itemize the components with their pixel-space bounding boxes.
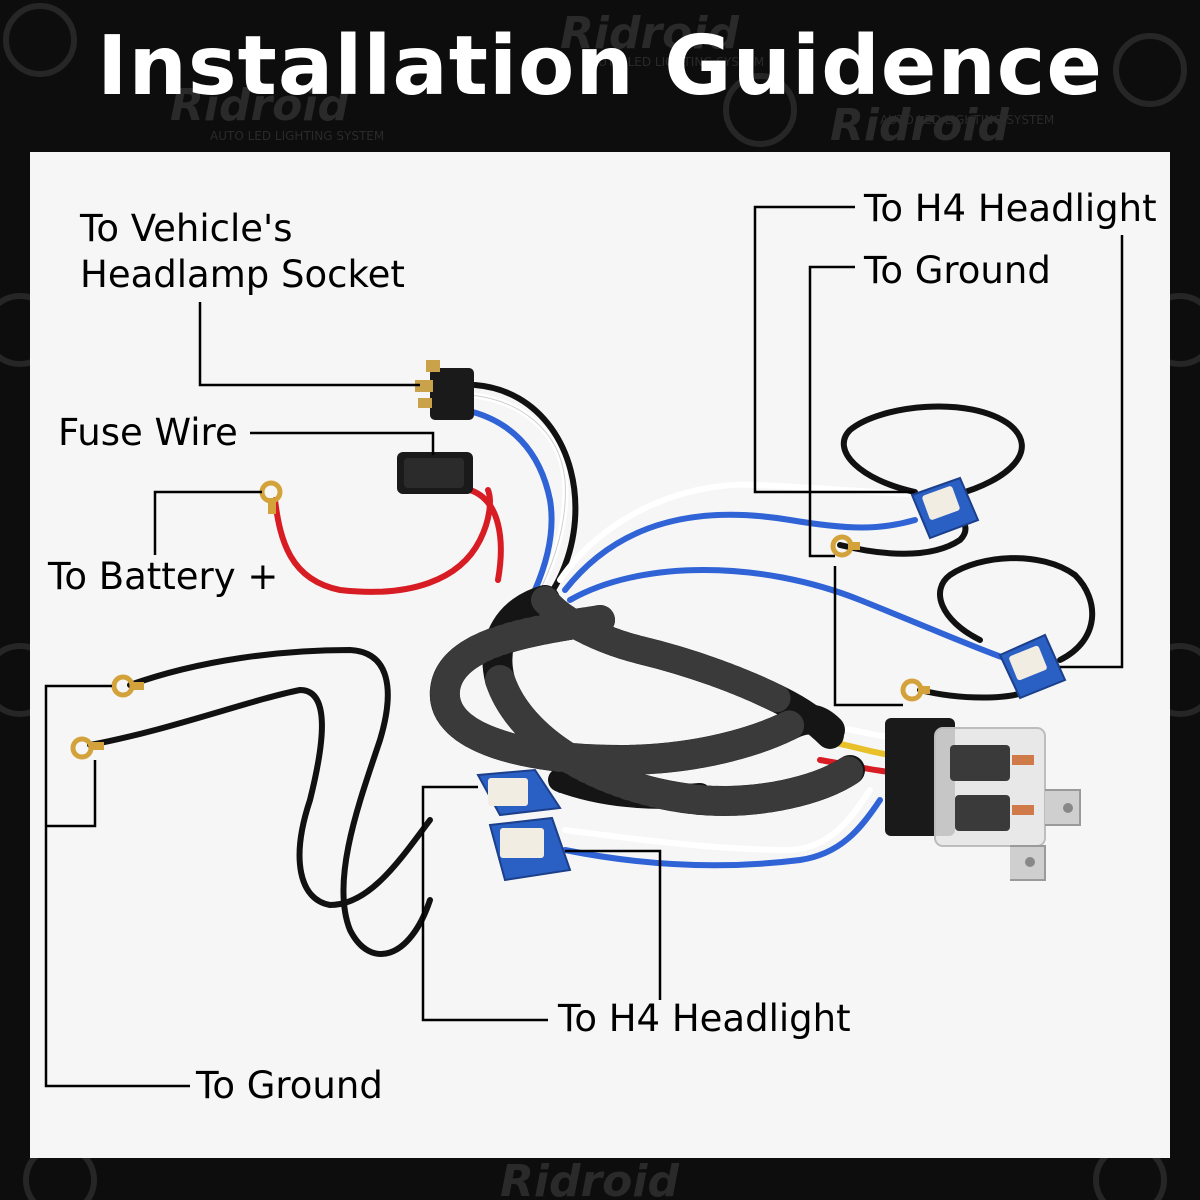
- top-black-ground-wire-2: [917, 687, 1033, 701]
- label-ground-bottom: To Ground: [196, 1064, 383, 1107]
- label-ground-top: To Ground: [864, 249, 1051, 292]
- diagram-panel: [30, 152, 1170, 1158]
- fuse-holder: [397, 452, 473, 494]
- svg-text:AUTO LED LIGHTING SYSTEM: AUTO LED LIGHTING SYSTEM: [590, 55, 764, 69]
- leader-h4-top: [753, 205, 915, 494]
- ring-terminal-left-ground-1: [111, 674, 144, 698]
- svg-text:AUTO LED LIGHTING SYSTEM: AUTO LED LIGHTING SYSTEM: [880, 113, 1054, 127]
- leader-lines: [44, 205, 1124, 1088]
- label-battery: To Battery +: [48, 555, 279, 598]
- h4-connector-bottom-1: [476, 768, 562, 817]
- left-ground-wire-2: [87, 687, 433, 908]
- page-title: Installation Guidence: [96, 19, 1104, 114]
- top-black-loop-1: [840, 403, 1025, 498]
- svg-text:AUTO LED LIGHTING SYSTEM: AUTO LED LIGHTING SYSTEM: [210, 129, 384, 143]
- ring-terminal-left-ground-2: [70, 736, 104, 760]
- battery-red-wire: [272, 487, 493, 595]
- ring-terminal-top-ground-2: [900, 678, 930, 702]
- leader-h4-bottom-2: [565, 849, 662, 1000]
- svg-text:Ridroid: Ridroid: [500, 1156, 679, 1200]
- leader-vehicle-socket: [198, 302, 420, 387]
- leader-ground-bottom-2: [46, 760, 97, 828]
- leader-ground-top: [808, 265, 855, 558]
- svg-text:Ridroid: Ridroid: [830, 100, 1009, 151]
- headlamp-socket-plug: [415, 360, 474, 420]
- top-blue-wire-1: [562, 511, 918, 593]
- leader-battery: [153, 490, 262, 555]
- watermark-brand: Ridroid Ridroid Ridroid Ridroid: [170, 8, 1009, 1200]
- watermark-tagline: AUTO LED LIGHTING SYSTEM AUTO LED LIGHTI…: [210, 55, 1054, 143]
- fuse-red-wire: [467, 487, 504, 583]
- harness-ribs-top: [531, 586, 794, 714]
- label-vehicle-socket-line2: Headlamp Socket: [80, 253, 405, 296]
- h4-connector-top-1: [910, 476, 980, 540]
- harness-ribs: [485, 665, 865, 816]
- label-h4-headlight-top: To H4 Headlight: [864, 187, 1157, 230]
- bottom-white-wire: [562, 787, 873, 853]
- label-h4-headlight-bottom: To H4 Headlight: [558, 997, 851, 1040]
- label-vehicle-socket-line1: To Vehicle's: [80, 207, 293, 250]
- leader-ground-top-2: [833, 566, 903, 707]
- h4-connector-bottom-2: [488, 816, 572, 882]
- svg-text:Ridroid: Ridroid: [170, 80, 349, 131]
- top-white-wire: [557, 481, 923, 583]
- socket-white-wire-outline: [469, 394, 566, 591]
- leader-fuse-wire: [250, 431, 435, 455]
- leader-h4-top-right: [1060, 235, 1124, 669]
- h4-connector-top-2: [998, 633, 1067, 700]
- top-black-loop-2: [937, 555, 1096, 663]
- label-fuse-wire: Fuse Wire: [58, 411, 238, 454]
- left-ground-wire-1: [127, 647, 433, 957]
- ring-terminal-top-ground-1: [830, 534, 860, 558]
- bottom-blue-wire-2: [562, 797, 883, 869]
- leader-ground-bottom: [44, 684, 190, 1088]
- harness-ribs-loop: [429, 605, 805, 776]
- socket-blue-wire: [462, 407, 555, 593]
- relay-block: [885, 718, 1081, 881]
- leader-h4-bottom: [421, 785, 548, 1022]
- svg-text:Ridroid: Ridroid: [560, 8, 739, 59]
